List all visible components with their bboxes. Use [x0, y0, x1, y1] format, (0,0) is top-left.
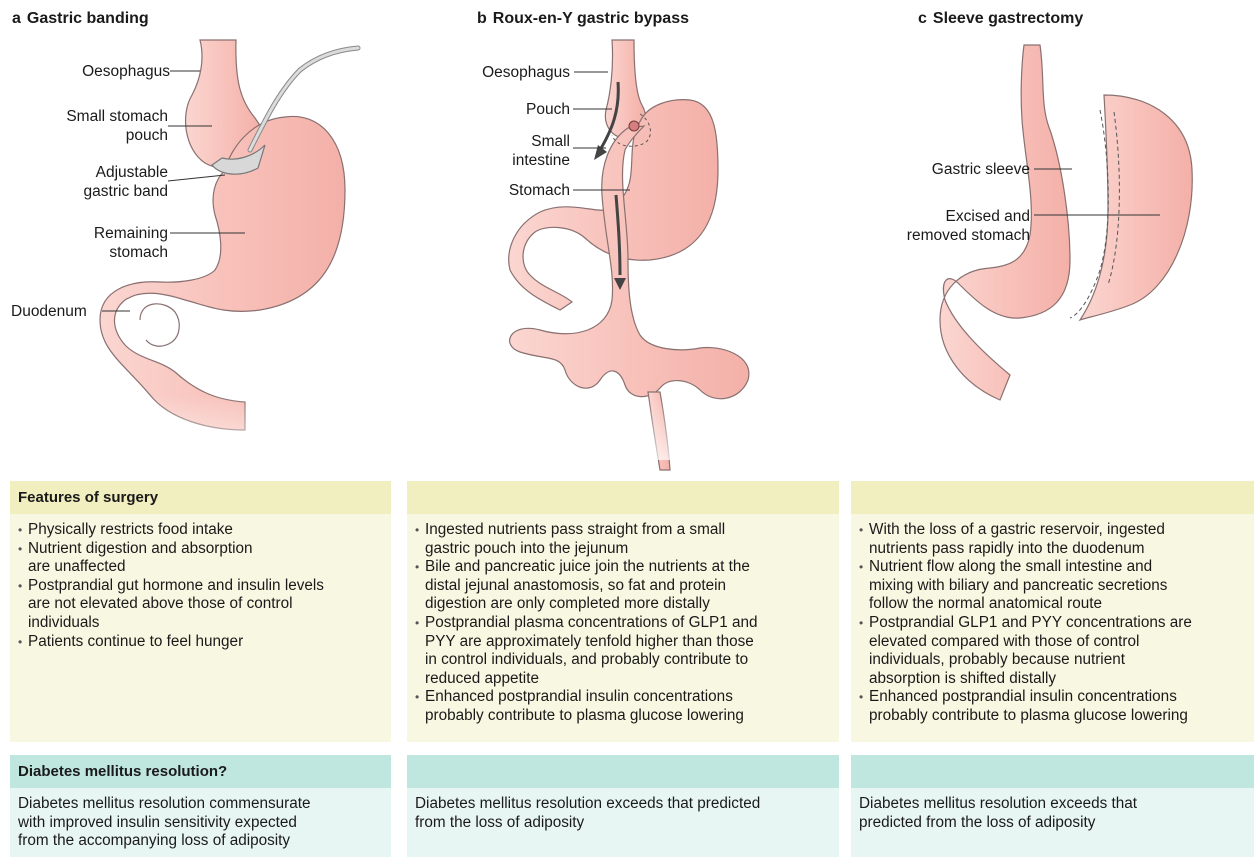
feature-bullet: Patients continue to feel hunger [18, 633, 383, 652]
label-oesophagus-b: Oesophagus [440, 63, 570, 82]
label-small-stomach: Small stomach [20, 107, 168, 126]
label-pouch-b: Pouch [440, 100, 570, 119]
diabetes-text-a: Diabetes mellitus resolution commensurat… [18, 795, 383, 851]
features-header-c [851, 481, 1254, 514]
features-header-a: Features of surgery [10, 481, 391, 514]
diabetes-cell-b: Diabetes mellitus resolution exceeds tha… [407, 788, 839, 857]
feature-bullet: Physically restricts food intake [18, 521, 383, 540]
feature-bullet: Postprandial gut hormone and insulin lev… [18, 577, 383, 633]
diabetes-text-c: Diabetes mellitus resolution exceeds tha… [859, 795, 1246, 832]
feature-bullet: Enhanced postprandial insulin concentrat… [415, 688, 831, 725]
feature-bullet: Postprandial GLP1 and PYY concentrations… [859, 614, 1246, 688]
label-stomach-b: Stomach [440, 181, 570, 200]
diabetes-text-b: Diabetes mellitus resolution exceeds tha… [415, 795, 831, 832]
features-cell-c: With the loss of a gastric reservoir, in… [851, 514, 1254, 742]
diabetes-cell-c: Diabetes mellitus resolution exceeds tha… [851, 788, 1254, 857]
label-oesophagus-a: Oesophagus [20, 62, 170, 81]
label-removed-stomach: removed stomach [860, 226, 1030, 245]
label-pouch: pouch [20, 126, 168, 145]
label-stomach: stomach [20, 243, 168, 262]
feature-bullet: Bile and pancreatic juice join the nutri… [415, 558, 831, 614]
label-duodenum: Duodenum [11, 302, 87, 321]
feature-bullet: Enhanced postprandial insulin concentrat… [859, 688, 1246, 725]
feature-bullet: With the loss of a gastric reservoir, in… [859, 521, 1246, 558]
features-list-b: Ingested nutrients pass straight from a … [415, 521, 831, 726]
feature-bullet: Postprandial plasma concentrations of GL… [415, 614, 831, 688]
feature-bullet: Nutrient digestion and absorption are un… [18, 540, 383, 577]
features-list-a: Physically restricts food intakeNutrient… [18, 521, 383, 651]
diabetes-header-a: Diabetes mellitus resolution? [10, 755, 391, 788]
anatomy-illustrations [0, 0, 1254, 480]
diabetes-cell-a: Diabetes mellitus resolution commensurat… [10, 788, 391, 857]
feature-bullet: Ingested nutrients pass straight from a … [415, 521, 831, 558]
label-excised: Excised and [860, 207, 1030, 226]
diabetes-header-c [851, 755, 1254, 788]
features-cell-a: Physically restricts food intakeNutrient… [10, 514, 391, 742]
label-remaining: Remaining [20, 224, 168, 243]
label-gastric-band: gastric band [20, 182, 168, 201]
label-small: Small [440, 132, 570, 151]
features-header-b [407, 481, 839, 514]
label-gastric-sleeve: Gastric sleeve [880, 160, 1030, 179]
features-header: Features of surgery [10, 481, 158, 514]
diabetes-header-b [407, 755, 839, 788]
features-list-c: With the loss of a gastric reservoir, in… [859, 521, 1246, 726]
removed-stomach-shape [1080, 95, 1192, 320]
feature-bullet: Nutrient flow along the small intestine … [859, 558, 1246, 614]
label-intestine: intestine [440, 151, 570, 170]
features-cell-b: Ingested nutrients pass straight from a … [407, 514, 839, 742]
label-adjustable: Adjustable [20, 163, 168, 182]
diabetes-header: Diabetes mellitus resolution? [10, 755, 227, 788]
